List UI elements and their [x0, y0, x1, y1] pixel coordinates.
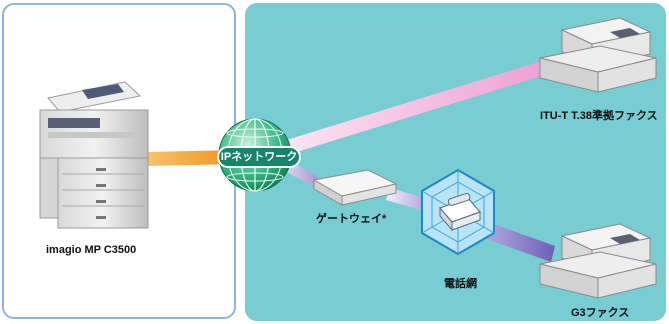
network-label: IPネットワーク	[220, 151, 298, 163]
multifunction-printer-icon	[39, 81, 149, 229]
network-badge	[217, 146, 301, 168]
fax-machine-icon	[539, 223, 657, 299]
telephone-network-icon	[421, 168, 495, 256]
network-to-t38-fax-link	[280, 60, 548, 156]
gateway-label: ゲートウェイ*	[316, 213, 387, 225]
phone-network-to-g3-fax-link	[484, 222, 555, 262]
fax-machine-icon	[539, 17, 657, 93]
g3-fax-label: G3ファクス	[571, 307, 630, 319]
copier-label: imagio MP C3500	[46, 244, 137, 256]
t38-fax-label: ITU-T T.38準拠ファクス	[540, 110, 658, 122]
copier-to-network-link	[148, 150, 238, 166]
phone-network-label: 電話網	[444, 278, 477, 290]
gateway-device-icon	[312, 169, 398, 206]
